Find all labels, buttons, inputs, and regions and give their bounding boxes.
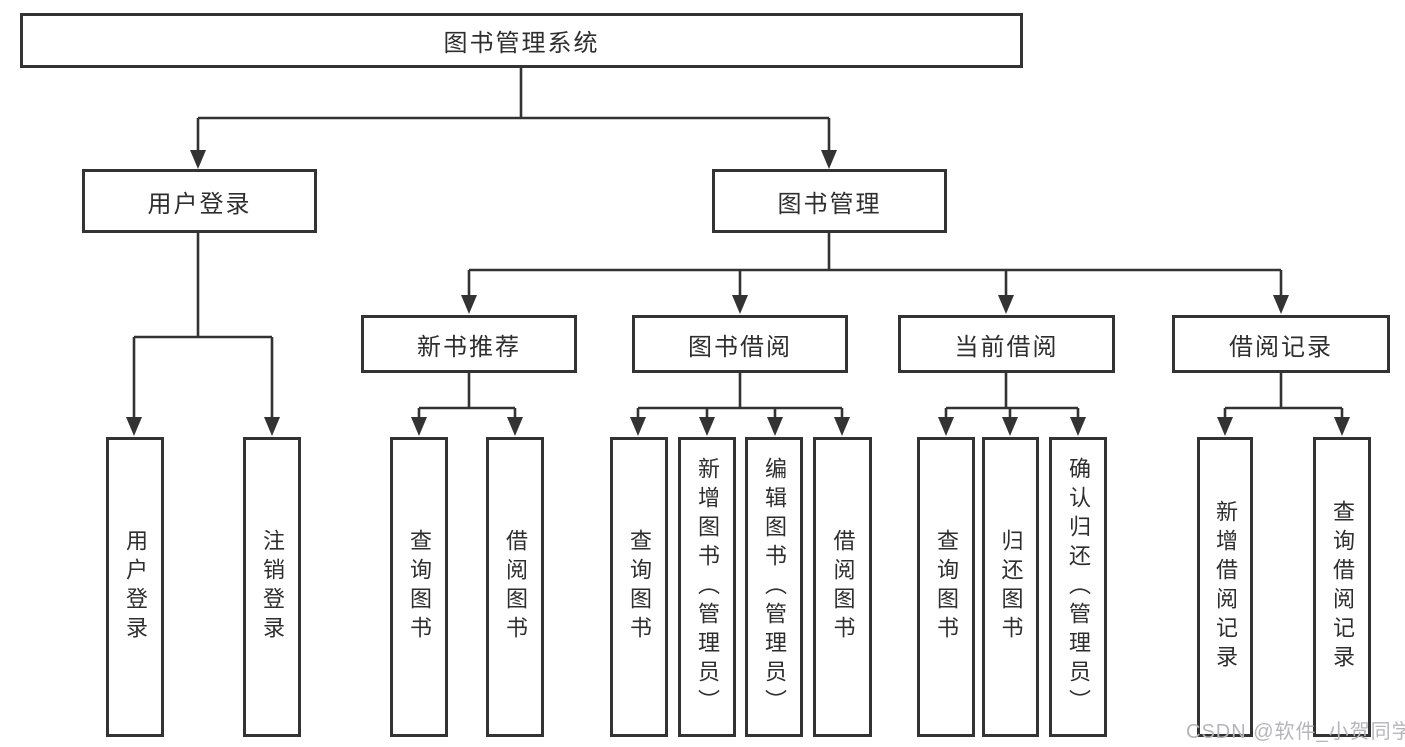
node-leaf-user-login: 用户登录 (106, 437, 164, 737)
node-label: 图书管理系统 (443, 30, 600, 57)
arrowhead-down-icon (507, 417, 523, 436)
node-leaf-edit-book-admin: 编辑图书（管理员） (745, 437, 803, 737)
node-label: 借阅记录 (1229, 333, 1333, 361)
arrowhead-down-icon (821, 150, 837, 169)
arrowhead-down-icon (938, 417, 954, 436)
node-label: 编辑图书（管理员） (762, 456, 787, 718)
root-connector (190, 68, 837, 169)
node-label: 确认归还（管理员） (1066, 456, 1091, 718)
node-book-borrow: 图书借阅 (632, 315, 848, 373)
arrowhead-down-icon (834, 417, 850, 436)
node-leaf-query-borrow-record: 查询借阅记录 (1313, 437, 1371, 737)
node-current-borrow: 当前借阅 (898, 315, 1115, 373)
arrowhead-down-icon (732, 295, 748, 314)
arrowhead-down-icon (461, 295, 477, 314)
node-new-book-recommend: 新书推荐 (361, 315, 577, 373)
node-label: 新书推荐 (417, 333, 521, 361)
arrowhead-down-icon (1273, 295, 1289, 314)
book-borrow-connector (630, 373, 850, 436)
node-leaf-query-book-1: 查询图书 (390, 437, 448, 737)
arrowhead-down-icon (1217, 417, 1233, 436)
node-label: 用户登录 (147, 190, 252, 218)
node-book-management: 图书管理 (712, 169, 947, 233)
arrowhead-down-icon (699, 417, 715, 436)
node-label: 归还图书 (998, 529, 1024, 645)
node-label: 借阅图书 (830, 529, 856, 645)
node-label: 借阅图书 (503, 529, 528, 645)
arrowhead-down-icon (1334, 417, 1350, 436)
node-label: 查询图书 (934, 529, 959, 645)
arrowhead-down-icon (411, 417, 427, 436)
node-label: 新增借阅记录 (1213, 500, 1238, 674)
node-leaf-query-book-3: 查询图书 (917, 437, 975, 737)
node-leaf-return-book: 归还图书 (982, 437, 1039, 737)
node-label: 用户登录 (123, 529, 148, 645)
node-label: 查询借阅记录 (1330, 500, 1355, 674)
node-label: 当前借阅 (954, 333, 1059, 361)
node-user-login: 用户登录 (82, 169, 317, 233)
node-label: 图书借阅 (688, 333, 792, 361)
new-book-recommend-connector (411, 373, 523, 436)
node-leaf-confirm-return-admin: 确认归还（管理员） (1049, 437, 1107, 737)
arrowhead-down-icon (998, 295, 1014, 314)
node-leaf-borrow-book-1: 借阅图书 (486, 437, 544, 737)
node-borrow-records: 借阅记录 (1172, 315, 1390, 373)
node-label: 注销登录 (260, 529, 285, 645)
node-label: 查询图书 (627, 529, 652, 645)
node-label: 查询图书 (407, 529, 432, 645)
node-leaf-borrow-book-2: 借阅图书 (813, 437, 872, 737)
node-label: 新增图书（管理员） (695, 456, 720, 718)
current-borrow-connector (938, 373, 1086, 436)
node-leaf-query-book-2: 查询图书 (610, 437, 668, 737)
node-leaf-add-book-admin: 新增图书（管理员） (678, 437, 736, 737)
arrowhead-down-icon (190, 150, 206, 169)
node-leaf-add-borrow-record: 新增借阅记录 (1197, 437, 1253, 737)
borrow-records-connector (1217, 373, 1350, 436)
arrowhead-down-icon (1070, 417, 1086, 436)
node-root: 图书管理系统 (20, 13, 1023, 68)
arrowhead-down-icon (1002, 417, 1018, 436)
arrowhead-down-icon (767, 417, 783, 436)
node-label: 图书管理 (777, 190, 882, 218)
arrowhead-down-icon (630, 417, 646, 436)
user-login-connector (126, 233, 280, 436)
arrowhead-down-icon (264, 417, 280, 436)
book-management-connector (461, 233, 1289, 314)
node-leaf-logout: 注销登录 (243, 437, 301, 737)
arrowhead-down-icon (126, 417, 142, 436)
